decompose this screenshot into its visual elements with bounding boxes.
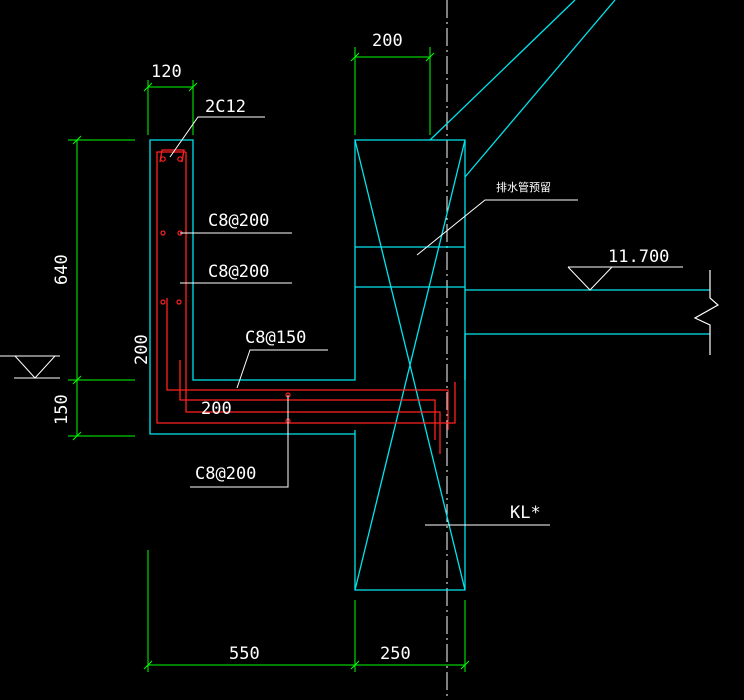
rebar-dot bbox=[160, 299, 166, 305]
rebar-outer bbox=[156, 151, 456, 424]
roof-line-2 bbox=[464, 0, 616, 178]
label-elevation: 11.700 bbox=[608, 247, 669, 267]
label-c8-150: C8@150 bbox=[245, 328, 306, 348]
beam-cross-2 bbox=[354, 139, 466, 591]
slab-break-line bbox=[693, 270, 720, 355]
rebar-inner bbox=[185, 152, 441, 454]
rebar-dots bbox=[160, 156, 291, 424]
rebar-bottom-1 bbox=[166, 298, 449, 430]
rebar-dot bbox=[176, 299, 182, 305]
label-c8-200-d: C8@200 bbox=[195, 464, 256, 484]
dim-150: 150 bbox=[52, 394, 72, 425]
roof-line-1 bbox=[429, 0, 576, 141]
label-beam-kl: KL* bbox=[510, 503, 541, 523]
rebar-dot bbox=[160, 230, 166, 236]
dim-550: 550 bbox=[229, 644, 260, 664]
slab-outline-lower bbox=[464, 333, 710, 380]
label-c8-200-a: C8@200 bbox=[208, 211, 269, 231]
gutter-outline bbox=[149, 139, 466, 591]
dimension-lines bbox=[68, 47, 470, 672]
dim-200-top: 200 bbox=[372, 31, 403, 51]
label-2c12: 2C12 bbox=[205, 97, 246, 117]
rebar-bottom-2 bbox=[179, 360, 436, 440]
rebar-dot bbox=[160, 156, 166, 162]
dim-120-top: 120 bbox=[151, 62, 182, 82]
rebar-dot bbox=[177, 156, 183, 162]
dim-250: 250 bbox=[380, 644, 411, 664]
rebar-top-hook bbox=[159, 149, 185, 163]
dim-640: 640 bbox=[52, 254, 72, 285]
rebar bbox=[156, 149, 456, 454]
concrete-outline bbox=[149, 0, 710, 591]
label-drain-pipe: 排水管预留 bbox=[496, 180, 551, 194]
dim-200-inner-vertical: 200 bbox=[132, 334, 152, 365]
dim-200-inner-horizontal: 200 bbox=[201, 399, 232, 419]
leader-lines bbox=[0, 116, 683, 526]
label-c8-200-b: C8@200 bbox=[208, 262, 269, 282]
